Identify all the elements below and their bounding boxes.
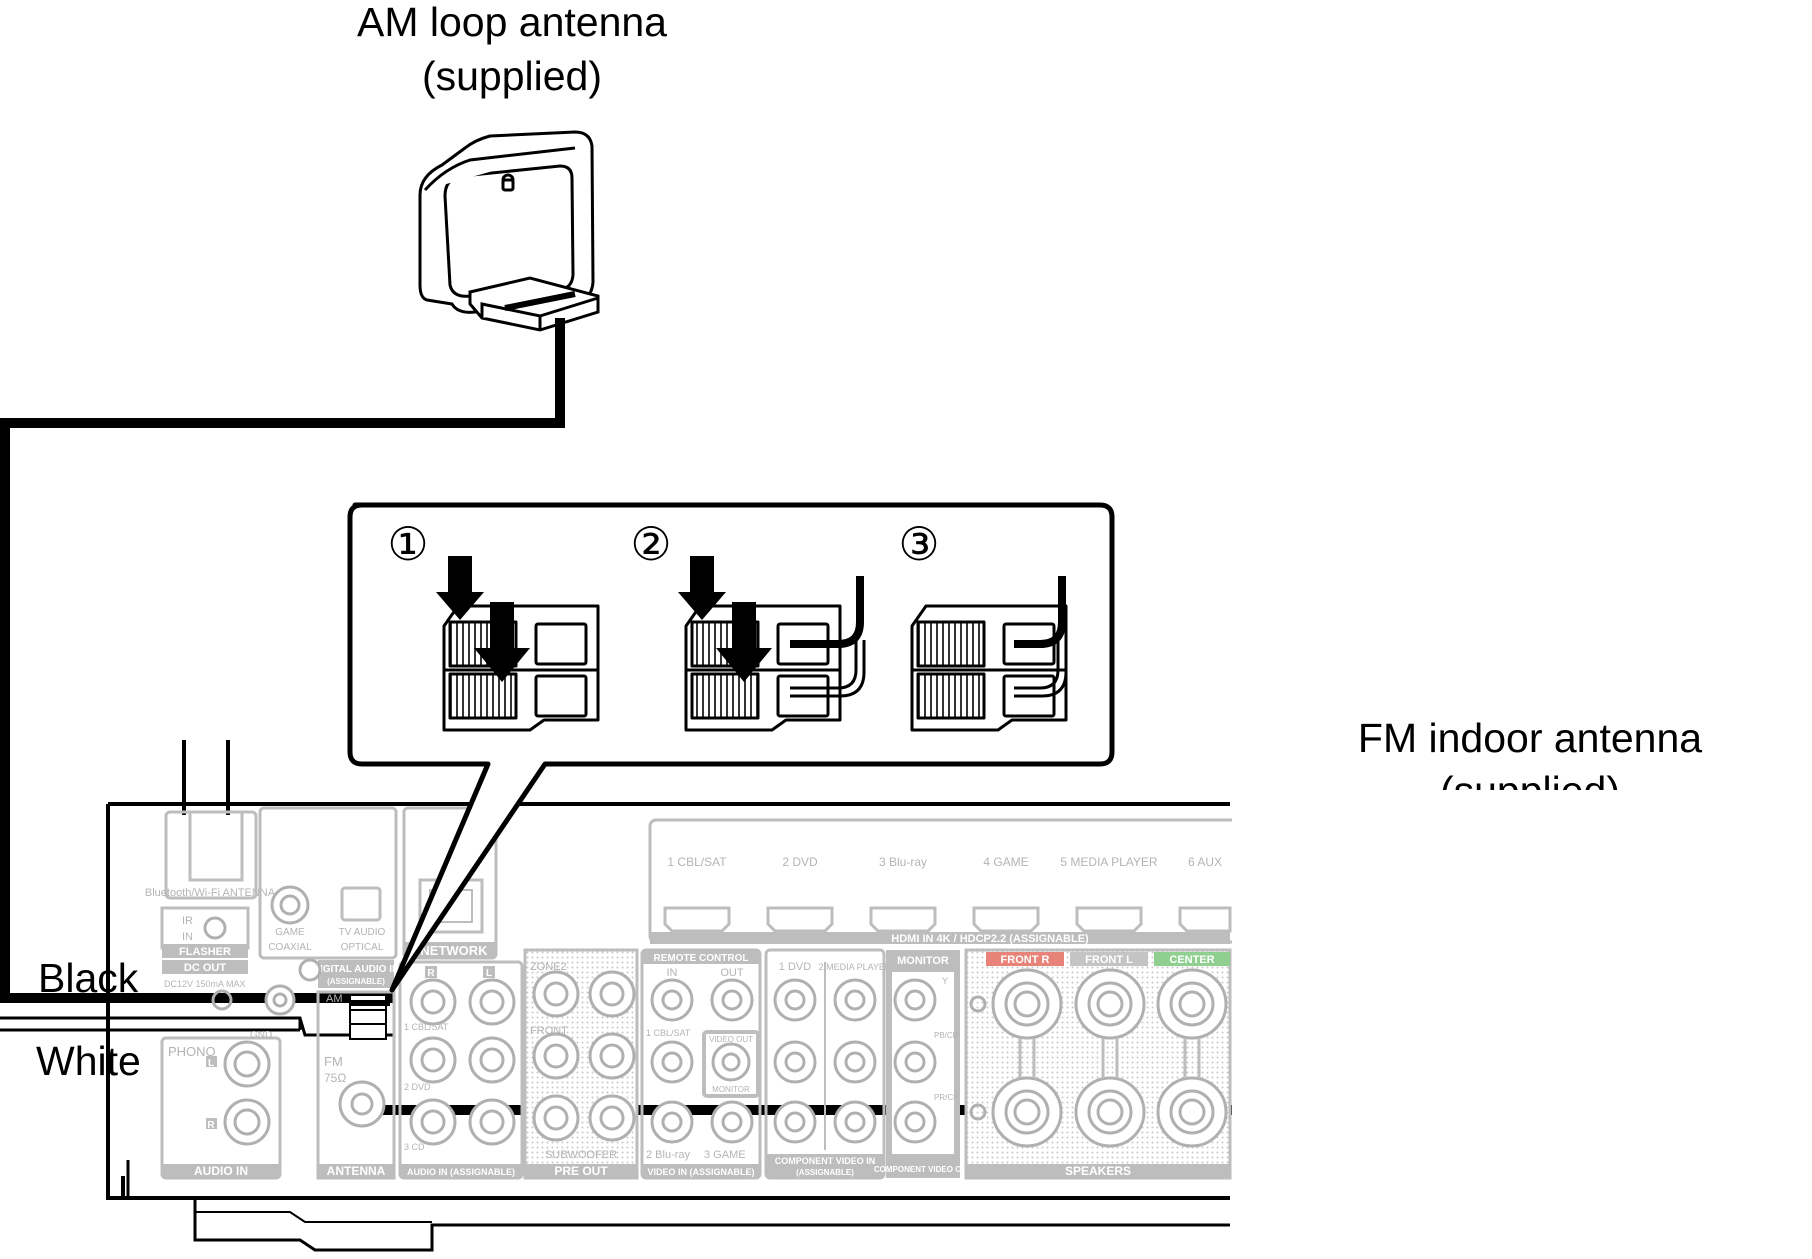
speakers-label: SPEAKERS xyxy=(1065,1164,1131,1178)
phono-r-label: R xyxy=(207,1120,215,1131)
am-loop-antenna xyxy=(418,130,600,332)
center-label: CENTER xyxy=(1169,954,1214,966)
hdmi-in-3-label: 3 Blu-ray xyxy=(879,855,927,869)
audio-in-label: AUDIO IN xyxy=(194,1164,248,1178)
audio-r-label: R xyxy=(427,968,435,979)
hdmi-in-6-label: 6 AUX xyxy=(1188,855,1222,869)
am-antenna-cable-white xyxy=(0,1016,395,1037)
fm-ohm-label: 75Ω xyxy=(324,1071,346,1085)
step-3-number: ③ xyxy=(898,518,939,570)
video-in-2-label: 2 Blu-ray xyxy=(646,1149,691,1161)
zone2-label: ZONE2 xyxy=(530,961,567,973)
am-terminal-label: AM xyxy=(326,993,343,1005)
step-2-terminal xyxy=(684,604,842,732)
component-video-out-label: COMPONENT VIDEO OUT xyxy=(874,1165,972,1174)
monitor-y-label: Y xyxy=(942,976,948,986)
monitor-pb-label: PB/CB xyxy=(934,1031,958,1040)
rc-out-label: OUT xyxy=(720,967,744,979)
hdmi-inputs: 1 CBL/SAT 2 DVD 3 Blu-ray 4 GAME 5 MEDIA… xyxy=(663,855,1232,933)
front-r-label: FRONT R xyxy=(1001,954,1050,966)
am-antenna-caption-line1: AM loop antenna xyxy=(357,0,667,45)
fm-terminal-label: FM xyxy=(324,1054,343,1069)
digital-audio-in-label: DIGITAL AUDIO IN xyxy=(313,964,399,975)
front-l-label: FRONT L xyxy=(1085,954,1133,966)
hdmi-in-label: HDMI IN 4K / HDCP2.2 (ASSIGNABLE) xyxy=(891,933,1089,945)
white-wire-label: White xyxy=(36,1038,141,1084)
step-2-number: ② xyxy=(630,518,671,570)
optical-label: OPTICAL xyxy=(341,942,384,953)
fm-antenna-caption-line1: FM indoor antenna xyxy=(1358,715,1702,761)
antenna-label: ANTENNA xyxy=(327,1164,386,1178)
hdmi-in-4-label: 4 GAME xyxy=(983,855,1028,869)
coaxial-label: COAXIAL xyxy=(268,942,312,953)
monitor-label: MONITOR xyxy=(897,955,949,967)
step-2-press-arrow-icon xyxy=(678,556,772,682)
video-out-monitor-label: MONITOR xyxy=(712,1085,750,1094)
video-in-3-label: 3 GAME xyxy=(704,1149,746,1161)
audio-in-1-label: 1 CBL/SAT xyxy=(404,1022,449,1032)
component-assignable-label: (ASSIGNABLE) xyxy=(796,1168,854,1177)
hdmi-in-1-label: 1 CBL/SAT xyxy=(667,855,727,869)
bt-antenna-label: Bluetooth/Wi-Fi ANTENNA xyxy=(145,887,276,899)
video-in-1-label: 1 CBL/SAT xyxy=(646,1028,691,1038)
step-1-number: ① xyxy=(387,518,428,570)
audio-in-assignable-label: AUDIO IN (ASSIGNABLE) xyxy=(407,1167,515,1177)
step-1-press-arrow-icon xyxy=(436,556,530,682)
dc-spec-label: DC12V 150mA MAX xyxy=(164,979,246,989)
bluetooth-antenna: Bluetooth/Wi-Fi ANTENNA xyxy=(145,740,276,900)
component-1-label: 1 DVD xyxy=(779,961,811,973)
digital-assignable-label: (ASSIGNABLE) xyxy=(327,977,385,986)
video-in-assignable-label: VIDEO IN (ASSIGNABLE) xyxy=(647,1167,754,1177)
video-out-label: VIDEO OUT xyxy=(709,1035,753,1044)
component-video-in-label: COMPONENT VIDEO IN xyxy=(775,1156,876,1166)
phono-label: PHONO xyxy=(168,1044,216,1059)
monitor-pr-label: PR/CR xyxy=(934,1093,959,1102)
subwoofer-label: SUBWOOFER xyxy=(545,1149,617,1161)
audio-in-3-label: 3 CD xyxy=(404,1142,425,1152)
step-2-wires xyxy=(790,576,866,698)
step-3-terminal xyxy=(910,604,1068,732)
hdmi-in-2-label: 2 DVD xyxy=(782,855,818,869)
gnd-label: GND xyxy=(250,1030,272,1041)
remote-control-label: REMOTE CONTROL xyxy=(654,953,749,964)
phono-l-label: L xyxy=(208,1058,214,1069)
step-1-terminal xyxy=(442,604,600,732)
ir-label: IR xyxy=(182,915,193,927)
terminal-steps-callout: ① ② ③ xyxy=(347,502,1115,993)
dc-out-label: DC OUT xyxy=(184,962,226,974)
audio-in-2-label: 2 DVD xyxy=(404,1082,431,1092)
pre-out-label: PRE OUT xyxy=(554,1164,608,1178)
game-label: GAME xyxy=(275,927,305,938)
am-terminal-wires xyxy=(298,1000,390,1030)
flasher-label: FLASHER xyxy=(179,946,231,958)
am-antenna-caption-line2: (supplied) xyxy=(422,53,602,99)
am-antenna-cable-black xyxy=(0,318,565,1003)
audio-l-label: L xyxy=(486,968,492,979)
tv-audio-label: TV AUDIO xyxy=(339,927,386,938)
rc-in-label: IN xyxy=(667,967,678,979)
step-3-wires xyxy=(1014,576,1068,698)
receiver-rear-panel: Bluetooth/Wi-Fi ANTENNA IR IN FLASHER DC… xyxy=(106,740,1812,1252)
component-2-label: 2 MEDIA PLAYER xyxy=(819,962,892,972)
hdmi-in-5-label: 5 MEDIA PLAYER xyxy=(1060,855,1157,869)
in-label: IN xyxy=(182,931,193,943)
network-label: NETWORK xyxy=(420,943,488,958)
